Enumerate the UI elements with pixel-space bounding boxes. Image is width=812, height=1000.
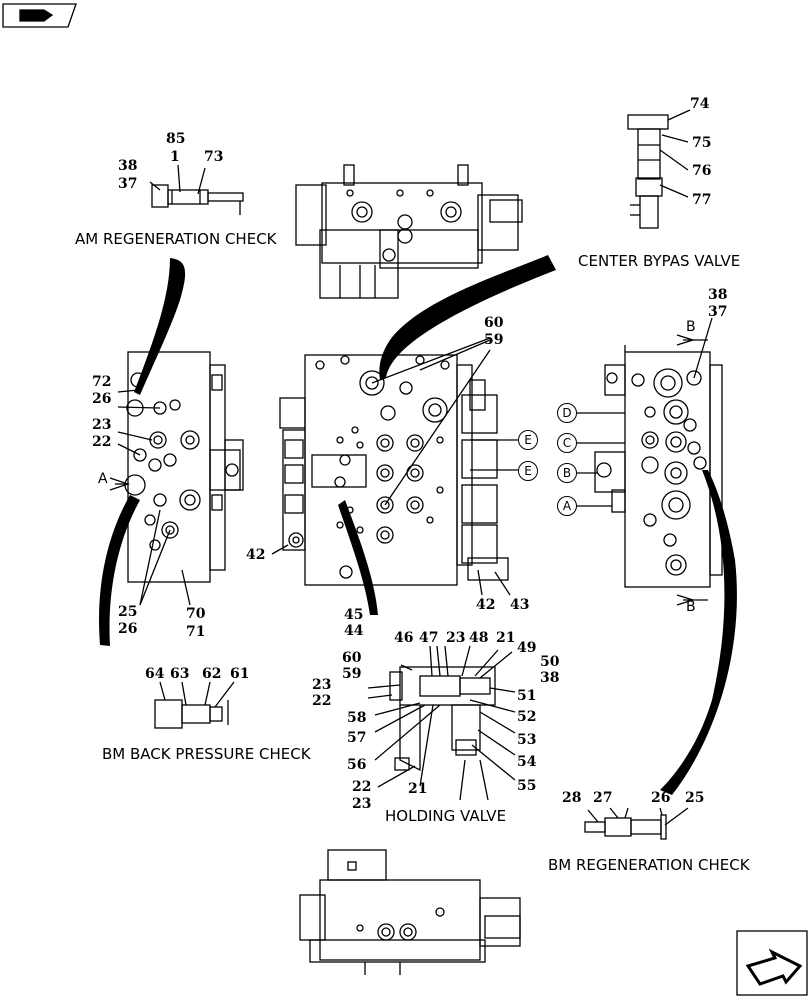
callout-58: 58 (347, 710, 367, 726)
callout-22: 22 (352, 779, 372, 795)
callout-51: 51 (517, 688, 537, 704)
callout-26: 26 (651, 790, 671, 806)
center-bypass-valve-part (627, 109, 691, 229)
callout-21: 21 (496, 630, 516, 646)
callout-46: 46 (394, 630, 414, 646)
callout-44: 44 (344, 623, 364, 639)
callout-53: 53 (517, 732, 537, 748)
caption-am-regen: AM REGENERATION CHECK (75, 230, 277, 248)
port-marker-d: D (557, 403, 577, 423)
callout-70: 70 (186, 606, 206, 622)
am-regen-check-part (149, 164, 244, 215)
bm-regen-check-part (584, 807, 689, 840)
port-marker-e: E (518, 461, 538, 481)
callout-43: 43 (510, 597, 530, 613)
leader-center-bypass (379, 255, 556, 380)
left-side-view (109, 351, 244, 606)
callout-42: 42 (246, 547, 266, 563)
caption-center-bypass: CENTER BYPAS VALVE (578, 252, 741, 270)
callout-26: 26 (118, 621, 138, 637)
callout-25: 25 (118, 604, 138, 620)
callout-37: 37 (118, 176, 138, 192)
center-front-view (271, 337, 518, 596)
callout-38: 38 (540, 670, 560, 686)
port-marker-c: C (557, 433, 577, 453)
callout-38: 38 (708, 287, 728, 303)
bm-back-pressure-part (154, 681, 235, 729)
next-page-icon-frame (736, 930, 808, 996)
callout-26: 26 (92, 391, 112, 407)
callout-73: 73 (204, 149, 224, 165)
callout-61: 61 (230, 666, 250, 682)
bottom-valve-view (299, 849, 521, 975)
holding-valve-view (367, 645, 516, 801)
callout-76: 76 (692, 163, 712, 179)
callout-55: 55 (517, 778, 537, 794)
top-valve-view (295, 164, 523, 299)
port-marker-a: A (557, 496, 577, 516)
callout-77: 77 (692, 192, 712, 208)
caption-holding: HOLDING VALVE (385, 807, 507, 825)
leader-am-regen (134, 258, 186, 395)
callout-37: 37 (708, 304, 728, 320)
callout-62: 62 (202, 666, 222, 682)
leader-am-lower (99, 495, 140, 646)
callout-22: 22 (312, 693, 332, 709)
callout-21: 21 (408, 781, 428, 797)
callout-47: 47 (419, 630, 439, 646)
callout-45: 45 (344, 607, 364, 623)
callout-64: 64 (145, 666, 165, 682)
book-icon-frame (2, 3, 77, 28)
book-icon[interactable] (3, 4, 77, 28)
callout-27: 27 (593, 790, 613, 806)
next-page-icon[interactable] (737, 931, 807, 995)
callout-60: 60 (342, 650, 362, 666)
callout-23: 23 (352, 796, 372, 812)
callout-23: 23 (312, 677, 332, 693)
callout-75: 75 (692, 135, 712, 151)
section-letter-a: A (98, 471, 108, 487)
callout-59: 59 (484, 332, 504, 348)
callout-22: 22 (92, 434, 112, 450)
callout-57: 57 (347, 730, 367, 746)
right-side-view (576, 317, 723, 606)
caption-bm-back: BM BACK PRESSURE CHECK (102, 745, 311, 763)
callout-1: 1 (170, 149, 180, 165)
callout-42: 42 (476, 597, 496, 613)
callout-52: 52 (517, 709, 537, 725)
section-letter-b: B (686, 319, 696, 335)
callout-49: 49 (517, 640, 537, 656)
port-marker-e: E (518, 430, 538, 450)
callout-54: 54 (517, 754, 537, 770)
callout-38: 38 (118, 158, 138, 174)
port-marker-b: B (557, 463, 577, 483)
callout-63: 63 (170, 666, 190, 682)
callout-60: 60 (484, 315, 504, 331)
callout-59: 59 (342, 666, 362, 682)
callout-56: 56 (347, 757, 367, 773)
caption-bm-regen: BM REGENERATION CHECK (548, 856, 750, 874)
callout-50: 50 (540, 654, 560, 670)
callout-71: 71 (186, 624, 206, 640)
callout-72: 72 (92, 374, 112, 390)
callout-74: 74 (690, 96, 710, 112)
callout-23: 23 (92, 417, 112, 433)
callout-23: 23 (446, 630, 466, 646)
section-letter-b: B (686, 599, 696, 615)
callout-85: 85 (166, 131, 186, 147)
callout-28: 28 (562, 790, 582, 806)
callout-25: 25 (685, 790, 705, 806)
leader-holding (338, 500, 378, 615)
callout-48: 48 (469, 630, 489, 646)
